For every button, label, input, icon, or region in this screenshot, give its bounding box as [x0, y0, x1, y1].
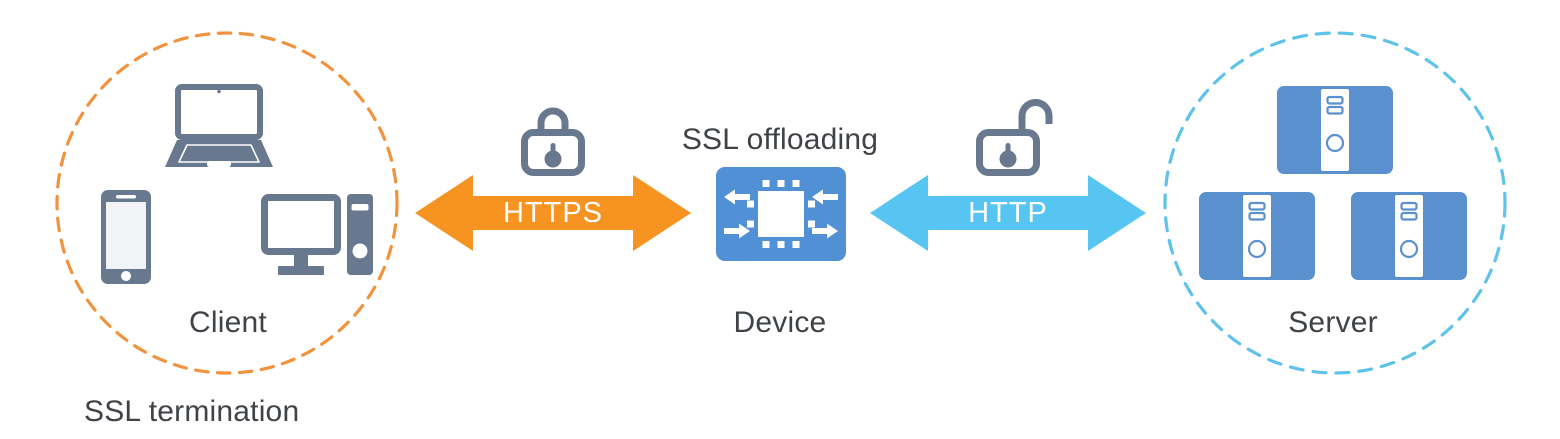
network-chip-icon — [716, 167, 846, 261]
laptop-icon — [165, 84, 273, 167]
server-icon — [1199, 192, 1315, 280]
lock-open-icon — [976, 99, 1053, 176]
server-boundary-circle — [1163, 31, 1507, 375]
http-label: HTTP — [968, 197, 1048, 229]
client-boundary-circle — [55, 31, 399, 375]
desktop-computer-icon — [261, 194, 373, 275]
ssl-offloading-title: SSL offloading — [681, 123, 879, 156]
smartphone-icon — [101, 190, 151, 284]
lock-closed-icon — [521, 107, 585, 176]
client-label: Client — [189, 306, 267, 339]
https-label: HTTPS — [502, 197, 604, 229]
https-double-arrow — [415, 175, 691, 251]
ssl-termination-caption: SSL termination — [84, 395, 300, 428]
server-label: Server — [1288, 306, 1378, 339]
server-icon — [1277, 86, 1393, 174]
server-icon — [1351, 192, 1467, 280]
device-label: Device — [733, 306, 827, 339]
http-double-arrow — [870, 175, 1146, 251]
